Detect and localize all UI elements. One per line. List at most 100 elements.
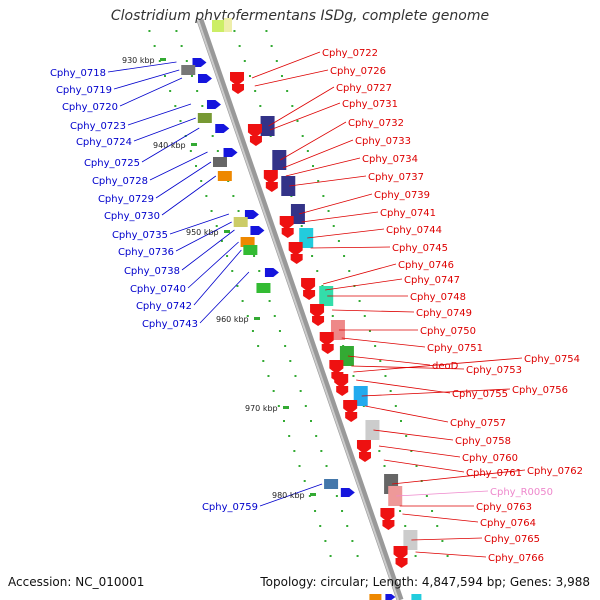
gene-arrow[interactable]	[249, 136, 262, 146]
gene-box[interactable]	[324, 479, 339, 489]
gene-label-forward[interactable]: Cphy_0724	[76, 137, 132, 148]
gene-label-reverse[interactable]: Cphy_0753	[466, 365, 522, 376]
gene-arrow[interactable]	[232, 84, 245, 94]
gene-label-reverse[interactable]: Cphy_0748	[410, 292, 466, 303]
gene-box[interactable]	[388, 486, 403, 506]
gene-arrow[interactable]	[265, 182, 278, 192]
gene-box[interactable]	[233, 217, 248, 227]
gene-label-reverse[interactable]: Cphy_0761	[466, 468, 522, 479]
gene-arrow[interactable]	[264, 268, 279, 277]
gene-arrow[interactable]	[358, 452, 371, 462]
gene-box[interactable]	[411, 594, 422, 600]
gene-label-reverse[interactable]: Cphy_0756	[512, 385, 568, 396]
gene-arrow[interactable]	[230, 72, 245, 86]
gene-label-reverse[interactable]: Cphy_0731	[342, 99, 398, 110]
gene-label-reverse[interactable]: Cphy_0745	[392, 243, 448, 254]
gene-label-forward[interactable]: Cphy_0738	[124, 266, 180, 277]
gene-arrow[interactable]	[385, 594, 396, 600]
gene-arrow[interactable]	[329, 360, 344, 374]
gene-box[interactable]	[212, 157, 227, 167]
gene-label-reverse[interactable]: Cphy_R0050	[490, 487, 553, 498]
gene-arrow[interactable]	[250, 226, 265, 235]
gene-box[interactable]	[365, 420, 380, 440]
gene-label-reverse[interactable]: Cphy_0755	[452, 389, 508, 400]
gene-box[interactable]	[299, 228, 314, 248]
gene-box[interactable]	[260, 116, 275, 136]
gene-box[interactable]	[212, 20, 226, 32]
gene-label-forward[interactable]: Cphy_0729	[98, 194, 154, 205]
gene-label-reverse[interactable]: Cphy_0765	[484, 534, 540, 545]
gene-arrow[interactable]	[247, 124, 262, 138]
gene-label-reverse[interactable]: Cphy_0750	[420, 326, 476, 337]
gene-box[interactable]	[281, 176, 296, 196]
gene-labels[interactable]: Cphy_0718Cphy_0719Cphy_0720Cphy_0723Cphy…	[50, 48, 583, 564]
gene-label-forward[interactable]: Cphy_0725	[84, 158, 140, 169]
gene-arrow[interactable]	[312, 316, 325, 326]
gene-label-forward[interactable]: Cphy_0723	[70, 121, 126, 132]
gene-arrow[interactable]	[380, 508, 395, 522]
gene-label-reverse[interactable]: Cphy_0741	[380, 208, 436, 219]
gene-label-reverse[interactable]: Cphy_0737	[368, 172, 424, 183]
gene-box[interactable]	[369, 594, 382, 600]
gene-label-reverse[interactable]: Cphy_0763	[476, 502, 532, 513]
gene-label-forward[interactable]: Cphy_0759	[202, 502, 258, 513]
gene-label-reverse[interactable]: Cphy_0747	[404, 275, 460, 286]
gene-arrow[interactable]	[206, 100, 221, 109]
gene-label-reverse[interactable]: Cphy_0722	[322, 48, 378, 59]
gene-label-forward[interactable]: Cphy_0736	[118, 247, 174, 258]
gene-label-forward[interactable]: Cphy_0719	[56, 85, 112, 96]
gene-arrow[interactable]	[279, 216, 294, 230]
gene-label-reverse[interactable]: Cphy_0762	[527, 466, 583, 477]
gene-box[interactable]	[339, 346, 354, 366]
gene-label-reverse[interactable]: Cphy_0746	[398, 260, 454, 271]
gene-label-forward[interactable]: Cphy_0740	[130, 284, 186, 295]
gene-arrow[interactable]	[263, 170, 278, 184]
gene-label-forward[interactable]: Cphy_0728	[92, 176, 148, 187]
gene-label-reverse[interactable]: Cphy_0758	[455, 436, 511, 447]
gene-label-reverse[interactable]: Cphy_0726	[330, 66, 386, 77]
gene-box[interactable]	[353, 386, 368, 406]
gene-label-reverse[interactable]: deoD	[432, 361, 459, 372]
gene-arrow[interactable]	[334, 374, 349, 388]
gene-label-forward[interactable]: Cphy_0718	[50, 68, 106, 79]
gene-label-reverse[interactable]: Cphy_0744	[386, 225, 442, 236]
gene-arrow[interactable]	[290, 254, 303, 264]
gene-arrow[interactable]	[356, 440, 371, 454]
gene-arrow[interactable]	[321, 344, 334, 354]
gene-label-reverse[interactable]: Cphy_0732	[348, 118, 404, 129]
gene-box[interactable]	[181, 65, 196, 75]
gene-arrow[interactable]	[319, 332, 334, 346]
gene-box[interactable]	[319, 286, 334, 306]
gene-arrow[interactable]	[301, 278, 316, 292]
gene-label-reverse[interactable]: Cphy_0754	[524, 354, 580, 365]
gene-label-reverse[interactable]: Cphy_0766	[488, 553, 544, 564]
gene-arrow[interactable]	[336, 386, 349, 396]
gene-arrow[interactable]	[244, 210, 259, 219]
gene-label-forward[interactable]: Cphy_0743	[142, 319, 198, 330]
gene-label-forward[interactable]: Cphy_0735	[112, 230, 168, 241]
gene-label-reverse[interactable]: Cphy_0764	[480, 518, 536, 529]
gene-arrow[interactable]	[395, 558, 408, 568]
gene-arrow[interactable]	[382, 520, 395, 530]
gene-label-reverse[interactable]: Cphy_0751	[427, 343, 483, 354]
gene-arrow[interactable]	[310, 304, 325, 318]
gene-box[interactable]	[290, 204, 305, 224]
gene-label-reverse[interactable]: Cphy_0733	[355, 136, 411, 147]
gene-label-forward[interactable]: Cphy_0742	[136, 301, 192, 312]
gene-box[interactable]	[197, 113, 212, 123]
gene-box[interactable]	[272, 150, 287, 170]
gene-box[interactable]	[403, 530, 418, 550]
gene-arrow[interactable]	[393, 546, 408, 560]
gene-label-reverse[interactable]: Cphy_0734	[362, 154, 418, 165]
gene-arrow[interactable]	[215, 124, 230, 133]
gene-arrow[interactable]	[303, 290, 316, 300]
gene-label-reverse[interactable]: Cphy_0757	[450, 418, 506, 429]
gene-box[interactable]	[330, 320, 345, 340]
gene-arrow[interactable]	[281, 228, 294, 238]
gene-label-forward[interactable]: Cphy_0720	[62, 102, 118, 113]
gene-arrow[interactable]	[345, 412, 358, 422]
gene-arrow[interactable]	[288, 242, 303, 256]
gene-arrow[interactable]	[343, 400, 358, 414]
gene-box[interactable]	[240, 237, 255, 247]
